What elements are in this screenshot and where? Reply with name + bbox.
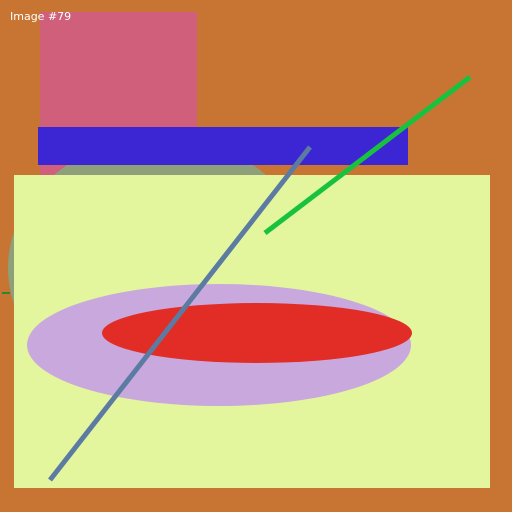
image-caption: Image #79 bbox=[10, 10, 72, 23]
green-line bbox=[263, 75, 472, 235]
steel-blue-line bbox=[48, 145, 312, 482]
blue-bar bbox=[38, 127, 408, 165]
